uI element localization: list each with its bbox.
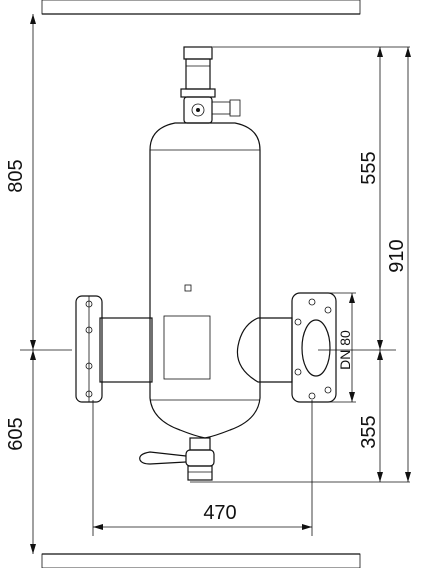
left-dimension-line xyxy=(20,14,72,554)
bottom-drain-valve xyxy=(139,437,215,481)
label-910: 910 xyxy=(386,239,408,272)
label-355: 355 xyxy=(358,415,380,448)
right-dimension-lines xyxy=(190,46,411,483)
label-805: 805 xyxy=(5,159,27,192)
label-555: 555 xyxy=(358,151,380,184)
ceiling-hatch xyxy=(41,0,361,15)
top-vent-valve xyxy=(180,46,241,124)
right-nozzle xyxy=(236,292,337,403)
vessel-body xyxy=(149,122,261,439)
label-605: 605 xyxy=(5,417,27,450)
label-470: 470 xyxy=(203,502,236,524)
floor-hatch xyxy=(41,553,361,568)
label-dn80: DN 80 xyxy=(337,330,353,370)
bottom-dimension-line xyxy=(92,400,313,536)
left-nozzle xyxy=(75,295,153,403)
